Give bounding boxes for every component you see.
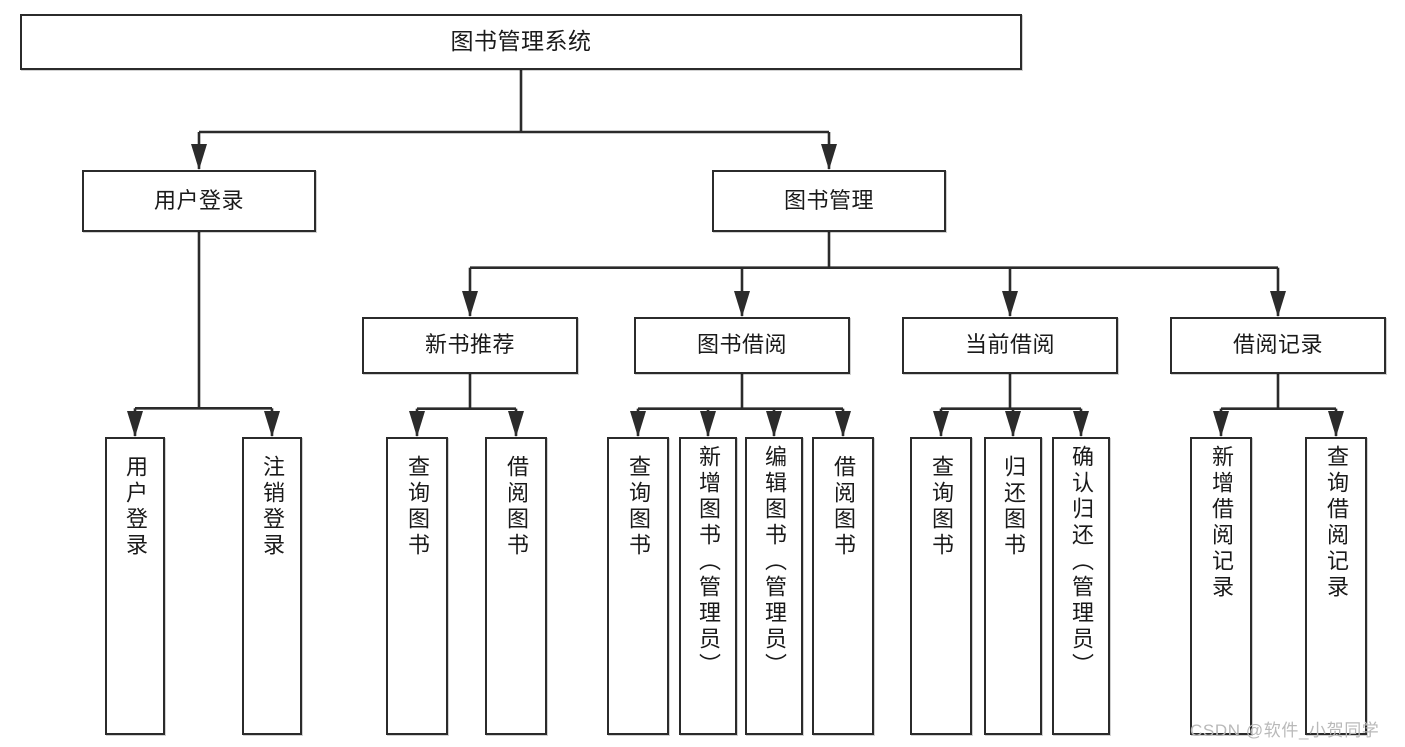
node-leaf-3[interactable]: 查询图书 bbox=[386, 437, 448, 735]
arrowhead-leaf-9 bbox=[933, 411, 949, 437]
arrowhead-leaf-6 bbox=[700, 411, 716, 437]
node-label: 图书管理 bbox=[783, 187, 874, 213]
node-label: 新书推荐 bbox=[424, 332, 515, 358]
node-label: 查询图书 bbox=[929, 455, 954, 559]
node-label: 借阅图书 bbox=[831, 455, 856, 559]
node-leaf-6[interactable]: 新增图书（管理员） bbox=[679, 437, 737, 735]
node-label: 查询借阅记录 bbox=[1324, 445, 1349, 601]
node-leaf-10[interactable]: 归还图书 bbox=[984, 437, 1042, 735]
arrowhead-bookmgmt bbox=[821, 144, 837, 170]
arrowhead-leaf-3 bbox=[409, 411, 425, 437]
node-label: 用户登录 bbox=[153, 187, 244, 213]
arrowhead-leaf-12 bbox=[1213, 411, 1229, 437]
watermark-text: CSDN @软件_小贺同学 bbox=[1190, 721, 1380, 740]
node-leaf-1[interactable]: 用户登录 bbox=[105, 437, 165, 735]
node-leaf-7[interactable]: 编辑图书（管理员） bbox=[745, 437, 803, 735]
node-leaf-9[interactable]: 查询图书 bbox=[910, 437, 972, 735]
node-leaf-13[interactable]: 查询借阅记录 bbox=[1305, 437, 1367, 735]
node-root[interactable]: 图书管理系统 bbox=[20, 14, 1022, 70]
node-label: 查询图书 bbox=[405, 455, 430, 559]
node-leaf-4[interactable]: 借阅图书 bbox=[485, 437, 547, 735]
arrowhead-leaf-4 bbox=[508, 411, 524, 437]
arrowhead-leaf-5 bbox=[630, 411, 646, 437]
node-label: 用户登录 bbox=[123, 455, 148, 559]
node-label: 借阅图书 bbox=[504, 455, 529, 559]
arrowhead-newbooks bbox=[462, 291, 478, 317]
arrowhead-login bbox=[191, 144, 207, 170]
node-label: 图书管理系统 bbox=[450, 28, 592, 55]
arrowhead-leaf-10 bbox=[1005, 411, 1021, 437]
arrowhead-leaf-7 bbox=[766, 411, 782, 437]
arrowhead-leaf-8 bbox=[835, 411, 851, 437]
node-label: 编辑图书（管理员） bbox=[762, 445, 787, 679]
node-leaf-2[interactable]: 注销登录 bbox=[242, 437, 302, 735]
node-records[interactable]: 借阅记录 bbox=[1170, 317, 1386, 374]
node-login[interactable]: 用户登录 bbox=[82, 170, 316, 232]
node-leaf-11[interactable]: 确认归还（管理员） bbox=[1052, 437, 1110, 735]
arrowhead-leaf-13 bbox=[1328, 411, 1344, 437]
arrowhead-borrow bbox=[734, 291, 750, 317]
node-label: 注销登录 bbox=[260, 455, 285, 559]
arrowhead-leaf-1 bbox=[127, 411, 143, 437]
arrowhead-leaf-11 bbox=[1073, 411, 1089, 437]
node-current[interactable]: 当前借阅 bbox=[902, 317, 1118, 374]
node-label: 图书借阅 bbox=[696, 332, 787, 358]
node-label: 归还图书 bbox=[1001, 455, 1026, 559]
node-label: 新增借阅记录 bbox=[1209, 445, 1234, 601]
node-newbooks[interactable]: 新书推荐 bbox=[362, 317, 578, 374]
node-bookmgmt[interactable]: 图书管理 bbox=[712, 170, 946, 232]
node-label: 当前借阅 bbox=[964, 332, 1055, 358]
arrowhead-current bbox=[1002, 291, 1018, 317]
node-borrow[interactable]: 图书借阅 bbox=[634, 317, 850, 374]
node-label: 新增图书（管理员） bbox=[696, 445, 721, 679]
arrowhead-leaf-2 bbox=[264, 411, 280, 437]
node-leaf-8[interactable]: 借阅图书 bbox=[812, 437, 874, 735]
node-leaf-12[interactable]: 新增借阅记录 bbox=[1190, 437, 1252, 735]
node-label: 借阅记录 bbox=[1232, 332, 1323, 358]
node-label: 确认归还（管理员） bbox=[1069, 445, 1094, 679]
arrowhead-records bbox=[1270, 291, 1286, 317]
node-label: 查询图书 bbox=[626, 455, 651, 559]
node-leaf-5[interactable]: 查询图书 bbox=[607, 437, 669, 735]
